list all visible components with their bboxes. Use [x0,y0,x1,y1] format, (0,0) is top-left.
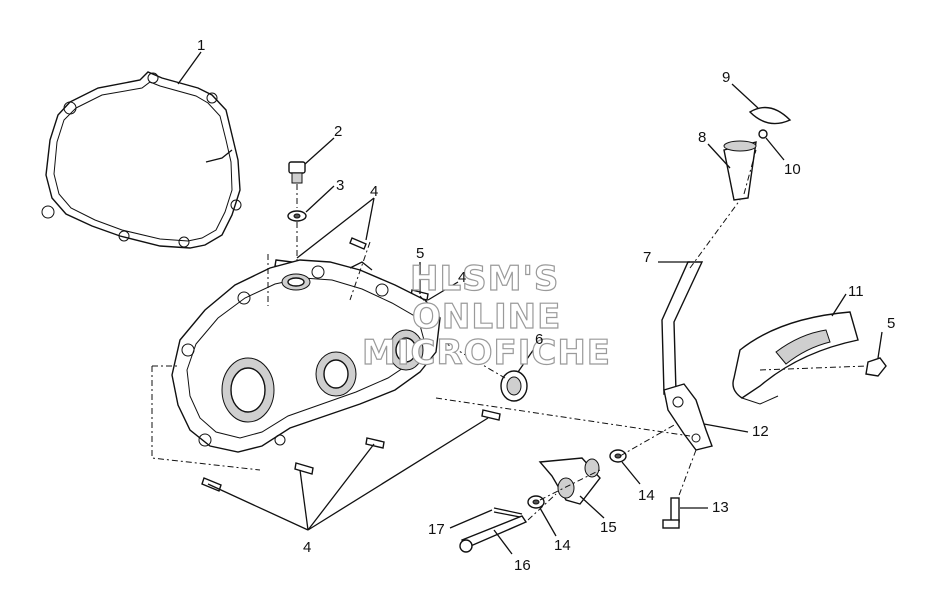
callout-1: 1 [197,37,205,54]
callout-4-top: 4 [370,183,378,200]
bolt-part-5-right [865,357,887,377]
callout-6: 6 [535,331,543,348]
callout-3: 3 [336,177,344,194]
callout-14-right: 14 [638,487,655,504]
plug-part-2 [288,161,306,184]
callout-7: 7 [643,249,651,266]
callout-5-left: 5 [416,245,424,262]
leader-lines [177,51,883,555]
callout-13: 13 [712,499,729,516]
callout-10: 10 [784,161,801,178]
clip-part-10 [758,129,768,139]
crankcase-cover [171,259,441,453]
watermark: HLSM'S ONLINE MICROFICHE [361,258,611,373]
pin-part-16 [459,515,528,553]
callout-14-left: 14 [554,537,571,554]
callout-15: 15 [600,519,617,536]
callout-11: 11 [848,283,864,300]
callout-2: 2 [334,123,342,140]
callout-12: 12 [752,423,769,440]
washer-part-14 [527,449,627,509]
callout-4-bottom: 4 [303,539,311,556]
callout-5-right: 5 [887,315,895,332]
cover-part-11 [732,311,859,405]
watermark-line-2: ONLINE [412,297,561,337]
callout-17: 17 [428,521,445,538]
boot-part-8 [723,140,757,201]
cotter-part-17 [493,507,523,518]
gasket-part-1 [41,71,242,249]
bolt-part-13 [662,497,680,529]
assembly-lines [151,149,869,521]
callout-8: 8 [698,129,706,146]
callouts: 1 2 3 4 5 4 4 6 7 8 9 10 11 5 12 13 14 1… [197,37,895,574]
callout-16: 16 [514,557,531,574]
spring-part-15 [538,457,601,505]
callout-9: 9 [722,69,730,86]
seal-part-6 [500,370,528,402]
watermark-line-1: HLSM'S [410,259,559,299]
cap-part-9 [748,106,792,125]
callout-4-mid: 4 [458,269,466,286]
watermark-line-3: MICROFICHE [362,333,611,373]
washer-part-3 [287,210,307,222]
shift-lever-part-7 [661,261,713,451]
